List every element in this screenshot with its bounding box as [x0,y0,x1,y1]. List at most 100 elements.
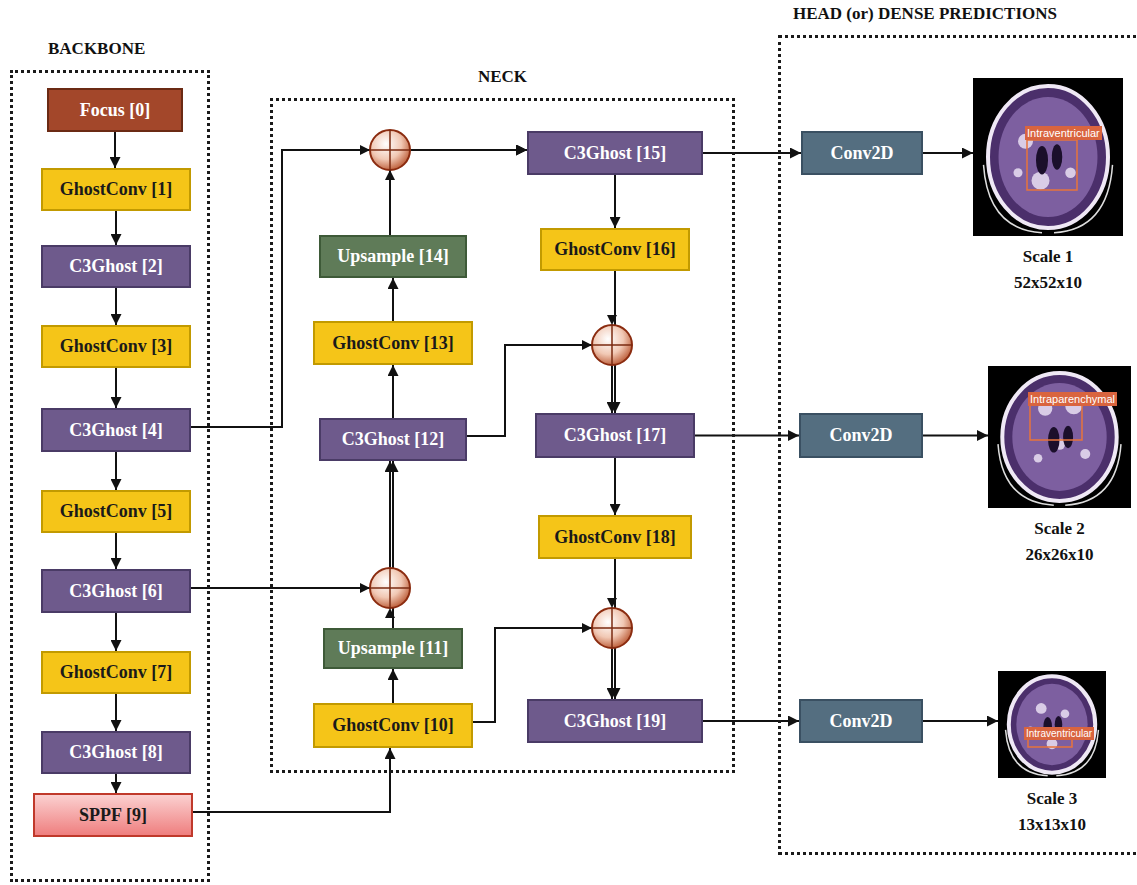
block-label: GhostConv [13] [332,333,454,354]
scan-ground [973,78,1123,236]
detection-label: Intraventricular [1025,126,1102,140]
block-label: GhostConv [18] [554,527,676,548]
block-label: C3Ghost [15] [564,143,667,164]
ct-scan-image [973,78,1123,236]
data-flow-arrow [115,368,117,408]
data-flow-arrow [191,150,527,427]
data-flow-arrow [390,150,527,235]
plus-mark [611,325,613,365]
block-label: Upsample [14] [337,246,449,267]
ct-scan-output: IntraparenchymalScale 2 26x26x10 [988,366,1131,508]
block-label: GhostConv [1] [60,179,173,200]
block-label: GhostConv [16] [554,239,676,260]
ghostconv-block: GhostConv [7] [41,651,191,694]
scan-ground [998,671,1106,778]
ct-scan-output: IntraventricularScale 3 13x13x10 [998,671,1106,778]
junction-arrowhead [385,608,395,618]
scan-ground [988,366,1131,508]
block-label: C3Ghost [17] [564,425,667,446]
skull-outline [988,86,1108,228]
ventricle [1052,144,1063,169]
c3ghost-block: C3Ghost [8] [41,731,191,774]
data-flow-arrow [115,211,117,245]
group-heading: BACKBONE [48,39,145,59]
plus-mark [389,568,391,608]
c3ghost-block: C3Ghost [19] [527,699,703,743]
ghostconv-block: GhostConv [5] [41,490,191,533]
stage-group: NECKGhostConv [10]Upsample [11]C3Ghost [… [270,98,735,773]
data-flow-arrow [115,613,117,651]
conv2d-block: Conv2D [799,699,923,743]
block-label: C3Ghost [19] [564,711,667,732]
ventricle [1063,426,1073,449]
junction-arrowhead [360,583,370,593]
data-flow-arrow [115,288,117,325]
ghostconv-block: GhostConv [18] [538,515,692,559]
bright-region [1065,168,1076,179]
block-label: GhostConv [3] [60,336,173,357]
skull-outline [1009,676,1095,772]
sum-junction [592,325,632,365]
data-flow-arrow [392,365,394,418]
plus-mark [389,130,391,170]
block-label: C3Ghost [4] [69,420,163,441]
focus-block: Focus [0] [47,88,183,132]
ventricle [1036,146,1048,174]
data-flow-arrow [191,461,390,588]
bright-region [1014,168,1023,177]
data-flow-arrow [703,152,801,154]
skull-outline [1002,373,1116,501]
block-label: Conv2D [830,143,893,164]
c3ghost-block: C3Ghost [2] [41,245,191,288]
data-flow-arrow [114,132,116,168]
c3ghost-block: C3Ghost [17] [535,413,695,458]
block-label: GhostConv [5] [60,501,173,522]
data-flow-arrow [115,452,117,490]
data-flow-arrow [923,720,998,722]
sppf-block: SPPF [9] [33,793,193,837]
block-label: GhostConv [7] [60,662,173,683]
ct-scan-image [998,671,1106,778]
scale-caption: Scale 2 26x26x10 [1010,516,1110,567]
c3ghost-block: C3Ghost [6] [41,569,191,613]
upsample-block: Upsample [11] [323,628,463,669]
ct-scan-output: IntraventricularScale 1 52x52x10 [973,78,1123,236]
stage-group: BACKBONEFocus [0]GhostConv [1]C3Ghost [2… [10,70,210,882]
data-flow-arrow [923,152,973,154]
junction-arrowhead [607,598,617,608]
upsample-block: Upsample [14] [319,235,467,278]
block-label: Focus [0] [80,100,151,121]
detection-label: Intraparenchymal [1028,392,1117,406]
data-flow-arrow [392,278,394,321]
data-flow-arrow [923,435,988,437]
conv2d-block: Conv2D [799,413,923,458]
bright-region [1034,454,1043,463]
brain-tissue [999,97,1098,217]
bright-region [1080,449,1090,459]
data-flow-arrow [703,720,799,722]
ghostconv-block: GhostConv [16] [540,228,690,271]
bright-region [1036,703,1047,714]
conv2d-block: Conv2D [801,131,923,175]
block-label: Upsample [11] [338,638,449,659]
detection-label: Intraventricular [1024,727,1094,740]
block-label: SPPF [9] [79,805,147,826]
block-label: Conv2D [829,711,892,732]
c3ghost-block: C3Ghost [15] [527,131,703,175]
junction-arrowhead [582,623,592,633]
block-label: C3Ghost [2] [69,256,163,277]
c3ghost-block: C3Ghost [12] [319,418,467,461]
scale-caption: Scale 1 52x52x10 [998,244,1098,295]
sum-junction [370,130,410,170]
data-flow-arrow [695,435,799,437]
data-flow-arrow [614,175,616,228]
sum-junction [592,608,632,648]
junction-arrowhead [385,170,395,180]
block-label: C3Ghost [12] [342,429,445,450]
block-label: GhostConv [10] [332,715,454,736]
sum-junction [370,568,410,608]
junction-arrowhead [360,145,370,155]
brain-tissue [1016,684,1087,765]
data-flow-arrow [392,669,394,703]
ct-scan-image [988,366,1131,508]
